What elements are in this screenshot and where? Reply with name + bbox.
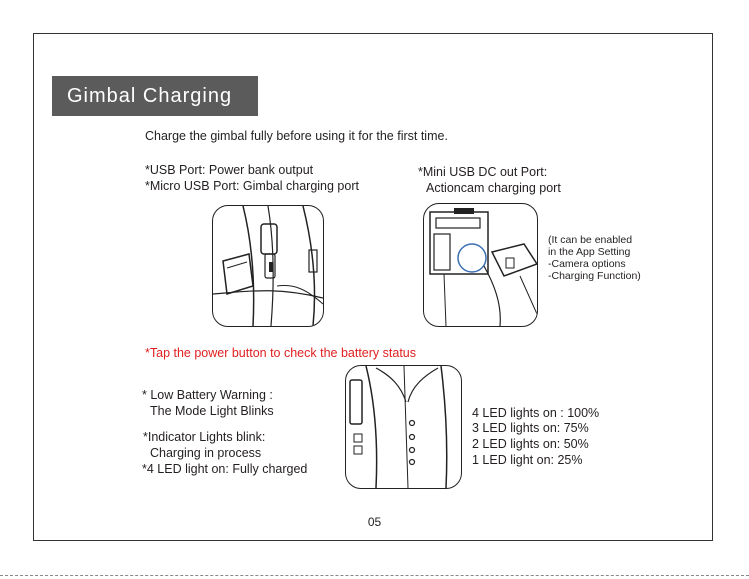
mini-usb-port-text: *Mini USB DC out Port:: [418, 165, 548, 179]
page-number: 05: [367, 515, 382, 529]
charging-in-process: Charging in process: [150, 446, 262, 460]
led-indicator-photo: [345, 365, 462, 489]
app-note-line-4: -Charging Function): [548, 270, 641, 282]
led-indicator-illustration: [349, 366, 448, 488]
actioncam-port-text: Actioncam charging port: [426, 181, 561, 195]
indicator-blink-text: *Indicator Lights blink:: [143, 430, 266, 444]
actioncam-port-photo: [423, 203, 538, 327]
led-level-100: 4 LED lights on : 100%: [472, 406, 600, 420]
tap-note: *Tap the power button to check the batte…: [145, 346, 416, 360]
usb-port-text: *USB Port: Power bank output: [145, 163, 314, 177]
micro-usb-port-text: *Micro USB Port: Gimbal charging port: [145, 179, 359, 193]
actioncam-illustration: [429, 208, 537, 326]
page-frame: [33, 33, 713, 541]
low-battery-warning: * Low Battery Warning :: [142, 388, 273, 402]
app-note-line-2: in the App Setting: [548, 246, 631, 258]
led-level-25: 1 LED light on: 25%: [472, 453, 583, 467]
led-level-75: 3 LED lights on: 75%: [472, 421, 589, 435]
gimbal-ports-photo: [212, 205, 324, 327]
cut-line: [0, 575, 749, 576]
intro-text: Charge the gimbal fully before using it …: [145, 129, 448, 143]
app-note-line-1: (It can be enabled: [548, 234, 633, 246]
fully-charged-text: *4 LED light on: Fully charged: [142, 462, 308, 476]
app-note-line-3: -Camera options: [548, 258, 626, 270]
gimbal-ports-illustration: [213, 206, 323, 326]
mode-light-blinks: The Mode Light Blinks: [150, 404, 274, 418]
led-level-50: 2 LED lights on: 50%: [472, 437, 589, 451]
section-title: Gimbal Charging: [52, 76, 258, 116]
